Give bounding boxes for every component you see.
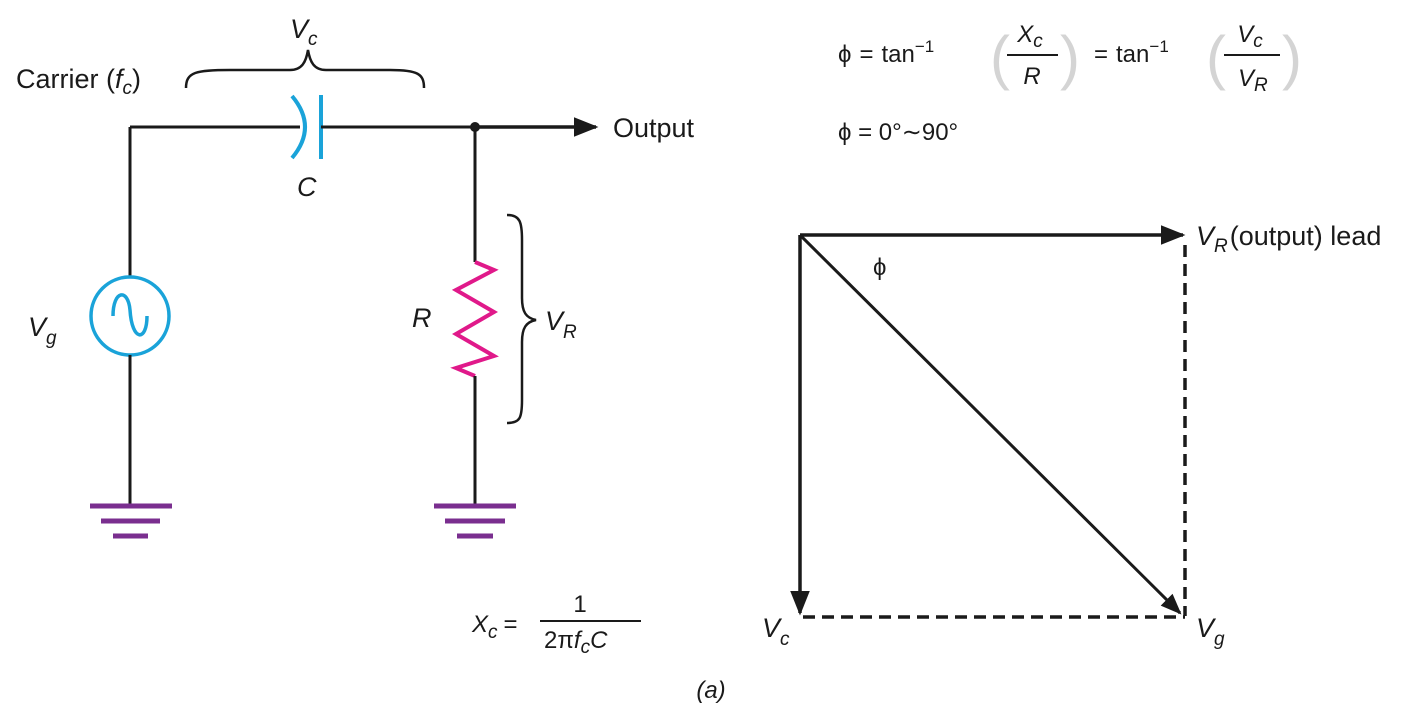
capacitor-curved-plate: [290, 94, 307, 160]
frac2-denominator: VR: [1238, 65, 1268, 96]
phasor-phi-label: ϕ: [873, 254, 886, 281]
xc-numerator: 1: [573, 591, 586, 618]
xc-formula: Xc= 1 2πfcC: [471, 591, 641, 658]
ground-left: [90, 503, 172, 539]
phasor-diagram: ϕ VR(output) lead Vc Vg: [762, 221, 1381, 650]
vc-brace: [184, 49, 426, 89]
paren-1-close: ): [1060, 24, 1080, 91]
svg-text:Xc=: Xc=: [471, 611, 518, 643]
capacitor-label: C: [297, 172, 317, 202]
resistor: [450, 260, 499, 378]
paren-2-open: (: [1206, 24, 1226, 91]
paren-2-close: ): [1282, 24, 1302, 91]
phase-formula: ϕ=tan−1 ( Xc R ) =tan−1 ( Vc VR ) ϕ = 0°…: [838, 21, 1302, 146]
vc-label: Vc: [290, 14, 318, 50]
phasor-vr-label: VR(output) lead: [1196, 221, 1381, 257]
circuit: Carrier (fc) Vc C Output Vg R VR: [16, 14, 695, 539]
vg-phasor-arrow: [798, 233, 1182, 615]
resistor-label: R: [412, 303, 432, 333]
output-label: Output: [613, 113, 695, 143]
vg-label: Vg: [28, 312, 57, 349]
svg-text:ϕ=tan−1: ϕ=tan−1: [838, 37, 934, 68]
frac2-numerator: Vc: [1237, 21, 1263, 52]
vr-label: VR: [545, 306, 577, 343]
carrier-label: Carrier (fc): [16, 64, 141, 99]
phase-range: ϕ = 0°∼90°: [838, 119, 958, 146]
frac1-numerator: Xc: [1016, 21, 1043, 52]
phasor-vg-label: Vg: [1196, 613, 1225, 650]
paren-1-open: (: [990, 24, 1010, 91]
phasor-vc-label: Vc: [762, 613, 790, 650]
ground-right: [434, 503, 516, 539]
figure-caption: (a): [696, 677, 725, 704]
vr-brace: [506, 213, 537, 425]
svg-text:=tan−1: =tan−1: [1094, 37, 1169, 68]
frac1-denominator: R: [1023, 63, 1040, 90]
xc-denominator: 2πfcC: [544, 627, 608, 658]
sine-wave-icon: [111, 293, 149, 337]
